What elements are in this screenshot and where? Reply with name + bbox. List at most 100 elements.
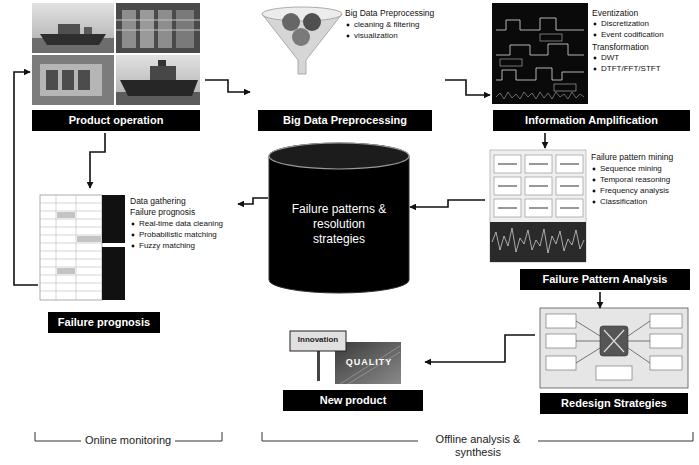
annotation-heading: Failure prognosis bbox=[130, 207, 195, 217]
database-cylinder: Failure patterns & resolution strategies bbox=[268, 142, 410, 294]
product-photos bbox=[46, 70, 58, 90]
flow-arrow bbox=[14, 72, 38, 285]
new-product-image bbox=[317, 351, 320, 381]
product-photos bbox=[78, 70, 90, 90]
panel-label: Redesign Strategies bbox=[540, 393, 688, 414]
prognosis-image bbox=[40, 195, 102, 300]
bullet-item: cleaning & filtering bbox=[345, 20, 419, 30]
waveform-image bbox=[496, 68, 584, 80]
product-photos bbox=[58, 24, 80, 34]
panel-label: Failure Pattern Analysis bbox=[520, 269, 690, 290]
prognosis-image bbox=[40, 195, 125, 300]
flow-arrow bbox=[238, 198, 268, 204]
waveform-image bbox=[540, 34, 562, 41]
redesign-image bbox=[576, 321, 650, 363]
process-panel: Redesign Strategies bbox=[535, 308, 693, 416]
product-photos bbox=[32, 3, 114, 53]
waveform-image bbox=[500, 59, 522, 66]
redesign-image bbox=[546, 314, 576, 328]
annotation-heading: Big Data Preprocessing bbox=[345, 8, 434, 18]
process-panel: Failure pattern miningSequence miningTem… bbox=[485, 148, 695, 292]
pattern-image bbox=[490, 222, 586, 262]
product-photos bbox=[158, 60, 166, 66]
redesign-image bbox=[650, 334, 682, 348]
prognosis-image bbox=[57, 268, 75, 274]
process-panel: Big Data Preprocessing cleaning & filteri… bbox=[250, 3, 445, 133]
product-photos bbox=[116, 55, 200, 105]
annotation-heading: Failure pattern mining bbox=[591, 152, 673, 162]
sign-text: Innovation bbox=[292, 335, 344, 345]
funnel-icon bbox=[262, 7, 342, 74]
flow-arrow bbox=[90, 133, 105, 188]
product-photos bbox=[62, 70, 74, 90]
redesign-image bbox=[650, 314, 682, 328]
pattern-image bbox=[492, 228, 584, 253]
product-photos bbox=[120, 80, 198, 96]
annotation-heading: Transformation bbox=[592, 42, 649, 52]
flow-arrow bbox=[410, 200, 485, 207]
product-photos bbox=[122, 10, 136, 48]
new-product-image bbox=[290, 331, 346, 351]
annotation-heading: Data gathering bbox=[130, 196, 186, 206]
product-photos bbox=[158, 10, 172, 48]
product-photos bbox=[116, 20, 200, 30]
funnel-icon bbox=[292, 28, 310, 46]
bullet-item: Discretization bbox=[592, 19, 649, 29]
flow-arrow bbox=[599, 292, 601, 308]
cylinder-top bbox=[269, 143, 409, 169]
bullet-item: Fuzzy matching bbox=[130, 241, 195, 251]
product-photos bbox=[40, 34, 106, 45]
phase-label: Offline analysis & synthesis bbox=[418, 433, 538, 459]
redesign-image bbox=[650, 356, 682, 370]
database-label: Failure patterns & resolution strategies bbox=[287, 202, 391, 247]
process-panel: EventizationDiscretizationEvent codifica… bbox=[490, 3, 695, 133]
redesign-image bbox=[540, 308, 688, 388]
process-panel: Product operation bbox=[30, 3, 205, 133]
annotation-heading: Eventization bbox=[592, 8, 638, 18]
process-panel: Data gatheringFailure prognosisReal-time… bbox=[38, 188, 238, 335]
bullet-item: Event codification bbox=[592, 30, 664, 40]
bullet-item: Sequence mining bbox=[591, 164, 662, 174]
product-photos bbox=[140, 10, 154, 48]
redesign-image bbox=[600, 326, 628, 356]
prognosis-image bbox=[102, 195, 125, 243]
panel-label: New product bbox=[283, 390, 423, 411]
bullet-item: visualization bbox=[345, 31, 398, 41]
waveform-image bbox=[496, 92, 584, 99]
new-product-image bbox=[290, 331, 401, 384]
bullet-item: DWT bbox=[592, 53, 619, 63]
redesign-image bbox=[546, 334, 576, 348]
waveform-image bbox=[492, 3, 588, 104]
prognosis-image bbox=[102, 247, 125, 300]
waveform-image bbox=[492, 3, 588, 104]
prognosis-image bbox=[57, 212, 75, 218]
bullet-item: DTFT/FFT/STFT bbox=[592, 64, 661, 74]
flow-arrow bbox=[425, 335, 535, 362]
panel-label: Information Amplification bbox=[493, 110, 690, 131]
redesign-image bbox=[546, 356, 576, 370]
redesign-image bbox=[604, 330, 624, 352]
product-photos bbox=[176, 10, 194, 48]
product-photos bbox=[32, 3, 200, 105]
bullet-item: Frequency analysis bbox=[591, 186, 669, 196]
pattern-image bbox=[490, 150, 586, 262]
product-photos bbox=[116, 3, 200, 53]
bullet-item: Real-time data cleaning bbox=[130, 219, 223, 229]
funnel-icon bbox=[262, 7, 342, 21]
panel-label: Product operation bbox=[32, 110, 200, 131]
prognosis-image bbox=[77, 236, 101, 242]
redesign-image bbox=[596, 366, 632, 380]
bullet-item: Temporal reasoning bbox=[591, 175, 670, 185]
cylinder-body bbox=[269, 143, 409, 293]
bullet-item: Classification bbox=[591, 197, 647, 207]
prognosis-image bbox=[40, 195, 102, 300]
funnel-icon bbox=[282, 13, 300, 31]
funnel-icon bbox=[303, 13, 321, 31]
product-photos bbox=[150, 66, 176, 80]
redesign-image bbox=[540, 308, 688, 388]
funnel-icon bbox=[262, 14, 342, 74]
waveform-image bbox=[554, 84, 576, 91]
bullet-item: Probabilistic matching bbox=[130, 230, 217, 240]
panel-label: Failure prognosis bbox=[48, 312, 160, 333]
flow-arrow bbox=[544, 133, 546, 148]
